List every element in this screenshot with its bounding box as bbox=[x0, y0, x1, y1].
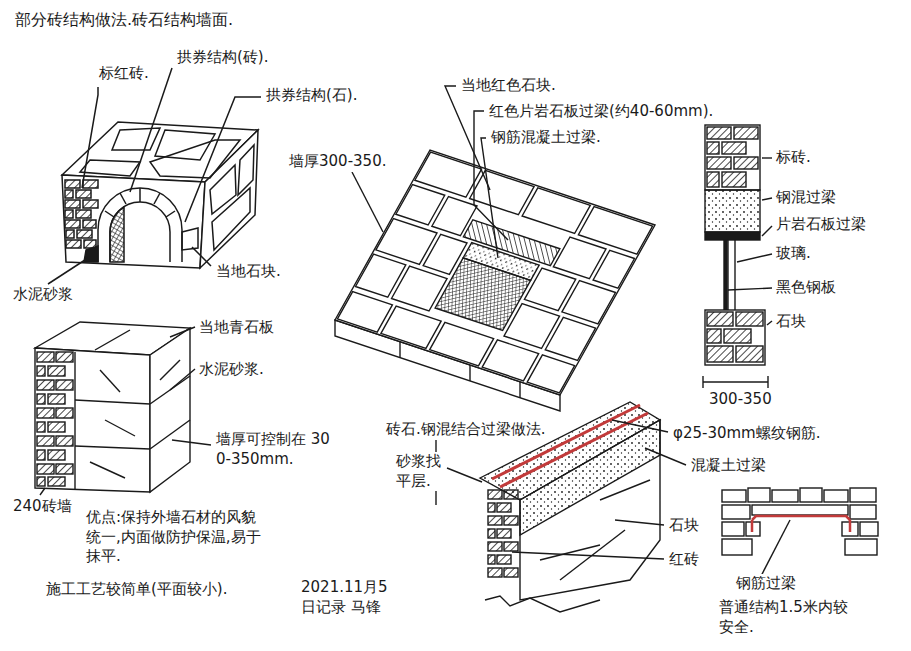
annotation-label: 钢筋过梁 bbox=[735, 574, 797, 594]
annotation-label: 钢筋混凝土过梁. bbox=[490, 128, 602, 148]
annotation-label: 混凝土过梁 bbox=[690, 456, 767, 476]
steel-lintel-sketch bbox=[722, 488, 878, 578]
annotation-label: 水泥砂浆 bbox=[12, 285, 74, 305]
annotation-label: φ25-30mm螺纹钢筋. bbox=[672, 424, 821, 444]
annotation-label: 标砖. bbox=[775, 148, 812, 168]
annotation-label: 石块 bbox=[668, 516, 700, 536]
annotation-label: 墙厚可控制在 300-350mm. bbox=[215, 430, 335, 469]
annotation-label: 片岩石板过梁 bbox=[775, 215, 867, 235]
annotation-label: 红砖 bbox=[668, 550, 700, 570]
annotation-label: 当地青石板 bbox=[198, 318, 275, 338]
diagram-title: 部分砖结构做法.砖石结构墙面. bbox=[14, 10, 234, 31]
annotation-label: 当地石块. bbox=[215, 262, 282, 282]
annotation-label: 玻璃. bbox=[775, 244, 812, 264]
annotation-label: 240砖墙 bbox=[12, 497, 73, 517]
annotation-label: 墙厚300-350. bbox=[288, 152, 387, 172]
lintel-wall-sketch bbox=[335, 86, 655, 411]
annotation-label: 优点:保持外墙石材的风貌统一,内面做防护保温,易于抹平. bbox=[85, 508, 269, 567]
annotation-label: 砂浆找平层. bbox=[395, 452, 445, 491]
annotation-label: 红色片岩石板过梁(约40-60mm). bbox=[488, 102, 714, 122]
wall-section-sketch bbox=[703, 125, 772, 388]
annotation-label: 施工工艺较简单(平面较小). bbox=[45, 580, 228, 600]
annotation-label: 黑色钢板 bbox=[775, 278, 837, 298]
annotation-label: 300-350 bbox=[708, 390, 773, 410]
annotation-label: 拱券结构(砖). bbox=[176, 48, 269, 68]
annotation-label: 当地红色石块. bbox=[460, 76, 557, 96]
arch-wall-sketch bbox=[48, 68, 261, 284]
annotation-label: 钢混过梁 bbox=[775, 188, 837, 208]
composite-wall-sketch bbox=[35, 322, 211, 495]
annotation-label: 拱券结构(石). bbox=[265, 86, 358, 106]
annotation-label: 标红砖. bbox=[98, 64, 150, 84]
annotation-label: 石块 bbox=[775, 312, 807, 332]
annotation-label: 2021.11月5日记录 马锋 bbox=[300, 578, 402, 617]
annotation-label: 砖石.钢混结合过梁做法. bbox=[385, 420, 547, 440]
annotation-label: 普通结构1.5米内较安全. bbox=[718, 598, 855, 637]
annotation-label: 水泥砂浆. bbox=[198, 360, 265, 380]
